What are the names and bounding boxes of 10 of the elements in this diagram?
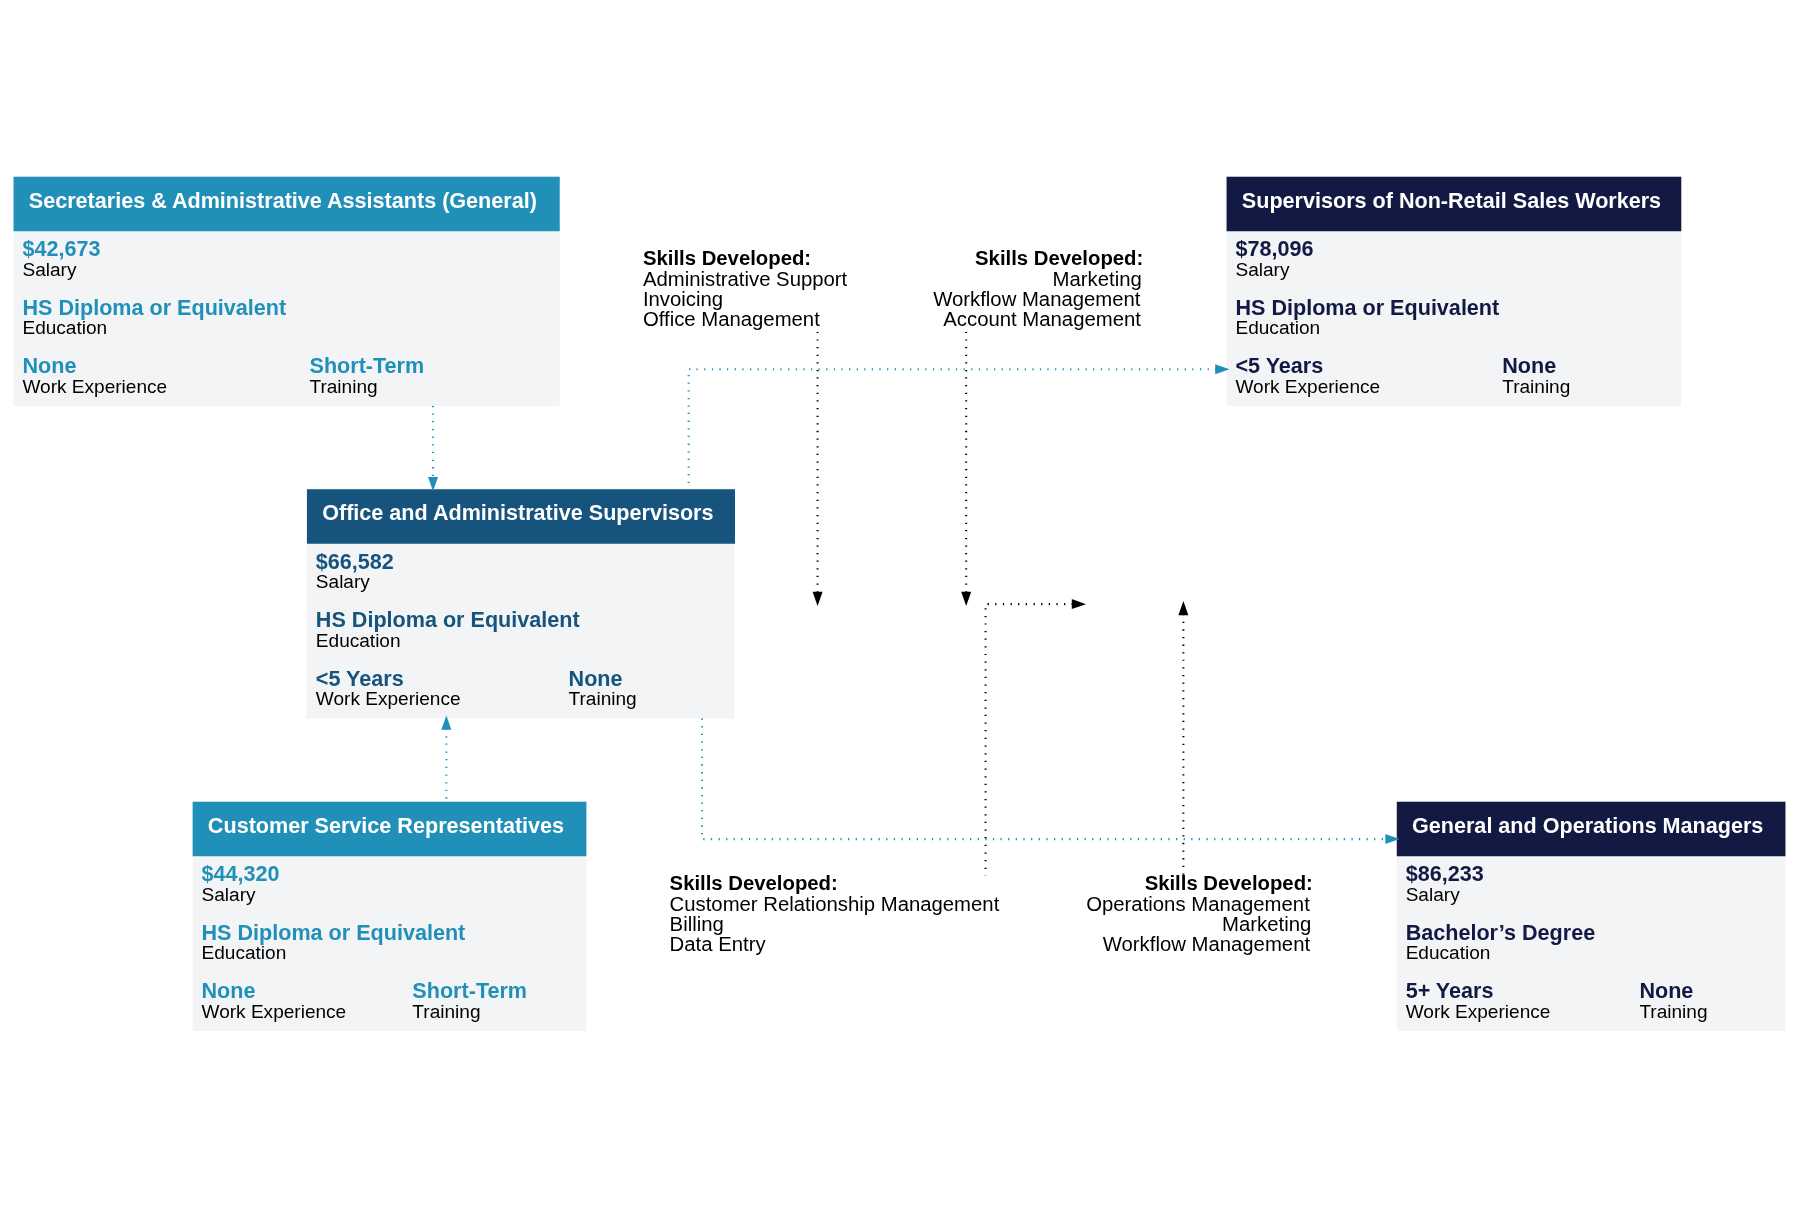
arrow [812, 331, 823, 606]
arrow [1178, 600, 1189, 875]
arrow [441, 714, 452, 801]
node-text: Skills Developed: Operations Management Marketing Workflow Management [1086, 871, 1313, 955]
arrow [961, 331, 972, 606]
arrow [700, 718, 1400, 844]
arrow [428, 405, 438, 491]
node-text: Skills Developed: Administrative Support Invoicing Office Management [642, 246, 848, 330]
node-text: Skills Developed: Marketing Workflow Management Account Management [933, 246, 1144, 330]
node-text: Skills Developed: Customer Relationship Management Billing Data Entry [669, 871, 1000, 955]
